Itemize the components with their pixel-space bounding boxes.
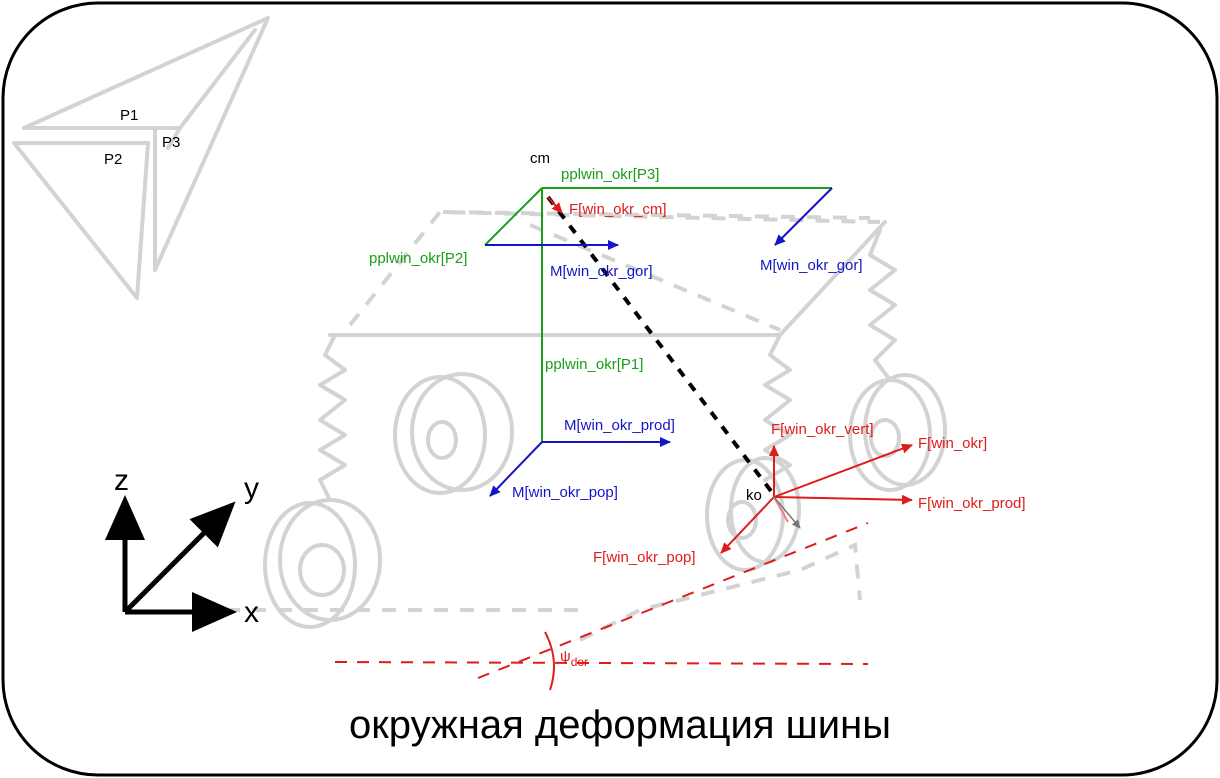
m-gor-left-label: M[win_okr_gor] bbox=[550, 263, 653, 280]
f-pop-label: F[win_okr_pop] bbox=[593, 549, 696, 566]
pplwin-p2-label: pplwin_okr[P2] bbox=[369, 250, 467, 267]
m-gor-right-arrow bbox=[774, 187, 833, 246]
road-slope-line bbox=[477, 522, 869, 679]
f-cm-label: F[win_okr_cm] bbox=[569, 201, 667, 218]
point-cm-label: cm bbox=[530, 150, 550, 167]
horizontal-reference-line bbox=[334, 661, 869, 665]
coordinate-axes bbox=[105, 495, 237, 632]
pplwin-p2-line bbox=[484, 187, 543, 246]
page-title: окружная деформация шины bbox=[349, 703, 891, 747]
axis-z-label: z bbox=[114, 464, 129, 497]
vehicle-sketch bbox=[200, 209, 947, 642]
inset-pyramid bbox=[12, 16, 270, 300]
f-small-red-arrow bbox=[773, 496, 789, 523]
angle-symbol: ψ bbox=[560, 648, 571, 665]
pplwin-p3-label: pplwin_okr[P3] bbox=[561, 166, 659, 183]
m-prod-label: M[win_okr_prod] bbox=[564, 417, 675, 434]
pplwin-p1-label: pplwin_okr[P1] bbox=[545, 356, 643, 373]
f-pop-arrow bbox=[720, 496, 775, 554]
m-gor-right-label: M[win_okr_gor] bbox=[760, 257, 863, 274]
axis-x-label: x bbox=[244, 596, 259, 629]
gray-arrow bbox=[773, 496, 801, 529]
f-total-label: F[win_okr] bbox=[918, 435, 987, 452]
pplwin-lines bbox=[484, 187, 832, 442]
f-vert-label: F[win_okr_vert] bbox=[771, 421, 874, 438]
f-prod-label: F[win_okr_prod] bbox=[918, 495, 1026, 512]
angle-arc bbox=[544, 631, 555, 691]
angle-subscript: dor bbox=[571, 655, 588, 669]
m-pop-label: M[win_okr_pop] bbox=[512, 484, 618, 501]
angle-psi-label: ψdor bbox=[560, 648, 588, 669]
axis-y-label: y bbox=[244, 472, 259, 505]
force-arrows-ko bbox=[720, 443, 913, 554]
inset-label-p1: P1 bbox=[120, 107, 138, 124]
f-cm-arrow bbox=[547, 196, 563, 214]
cm-ko-line bbox=[546, 195, 776, 497]
f-prod-arrow bbox=[773, 494, 913, 505]
axis-y-arrow bbox=[123, 501, 236, 614]
road-angle bbox=[334, 522, 869, 691]
inset-label-p2: P2 bbox=[104, 151, 122, 168]
f-total-arrow bbox=[773, 443, 913, 498]
m-pop-arrow bbox=[489, 441, 543, 497]
point-ko-label: ko bbox=[746, 487, 762, 504]
inset-label-p3: P3 bbox=[162, 134, 180, 151]
